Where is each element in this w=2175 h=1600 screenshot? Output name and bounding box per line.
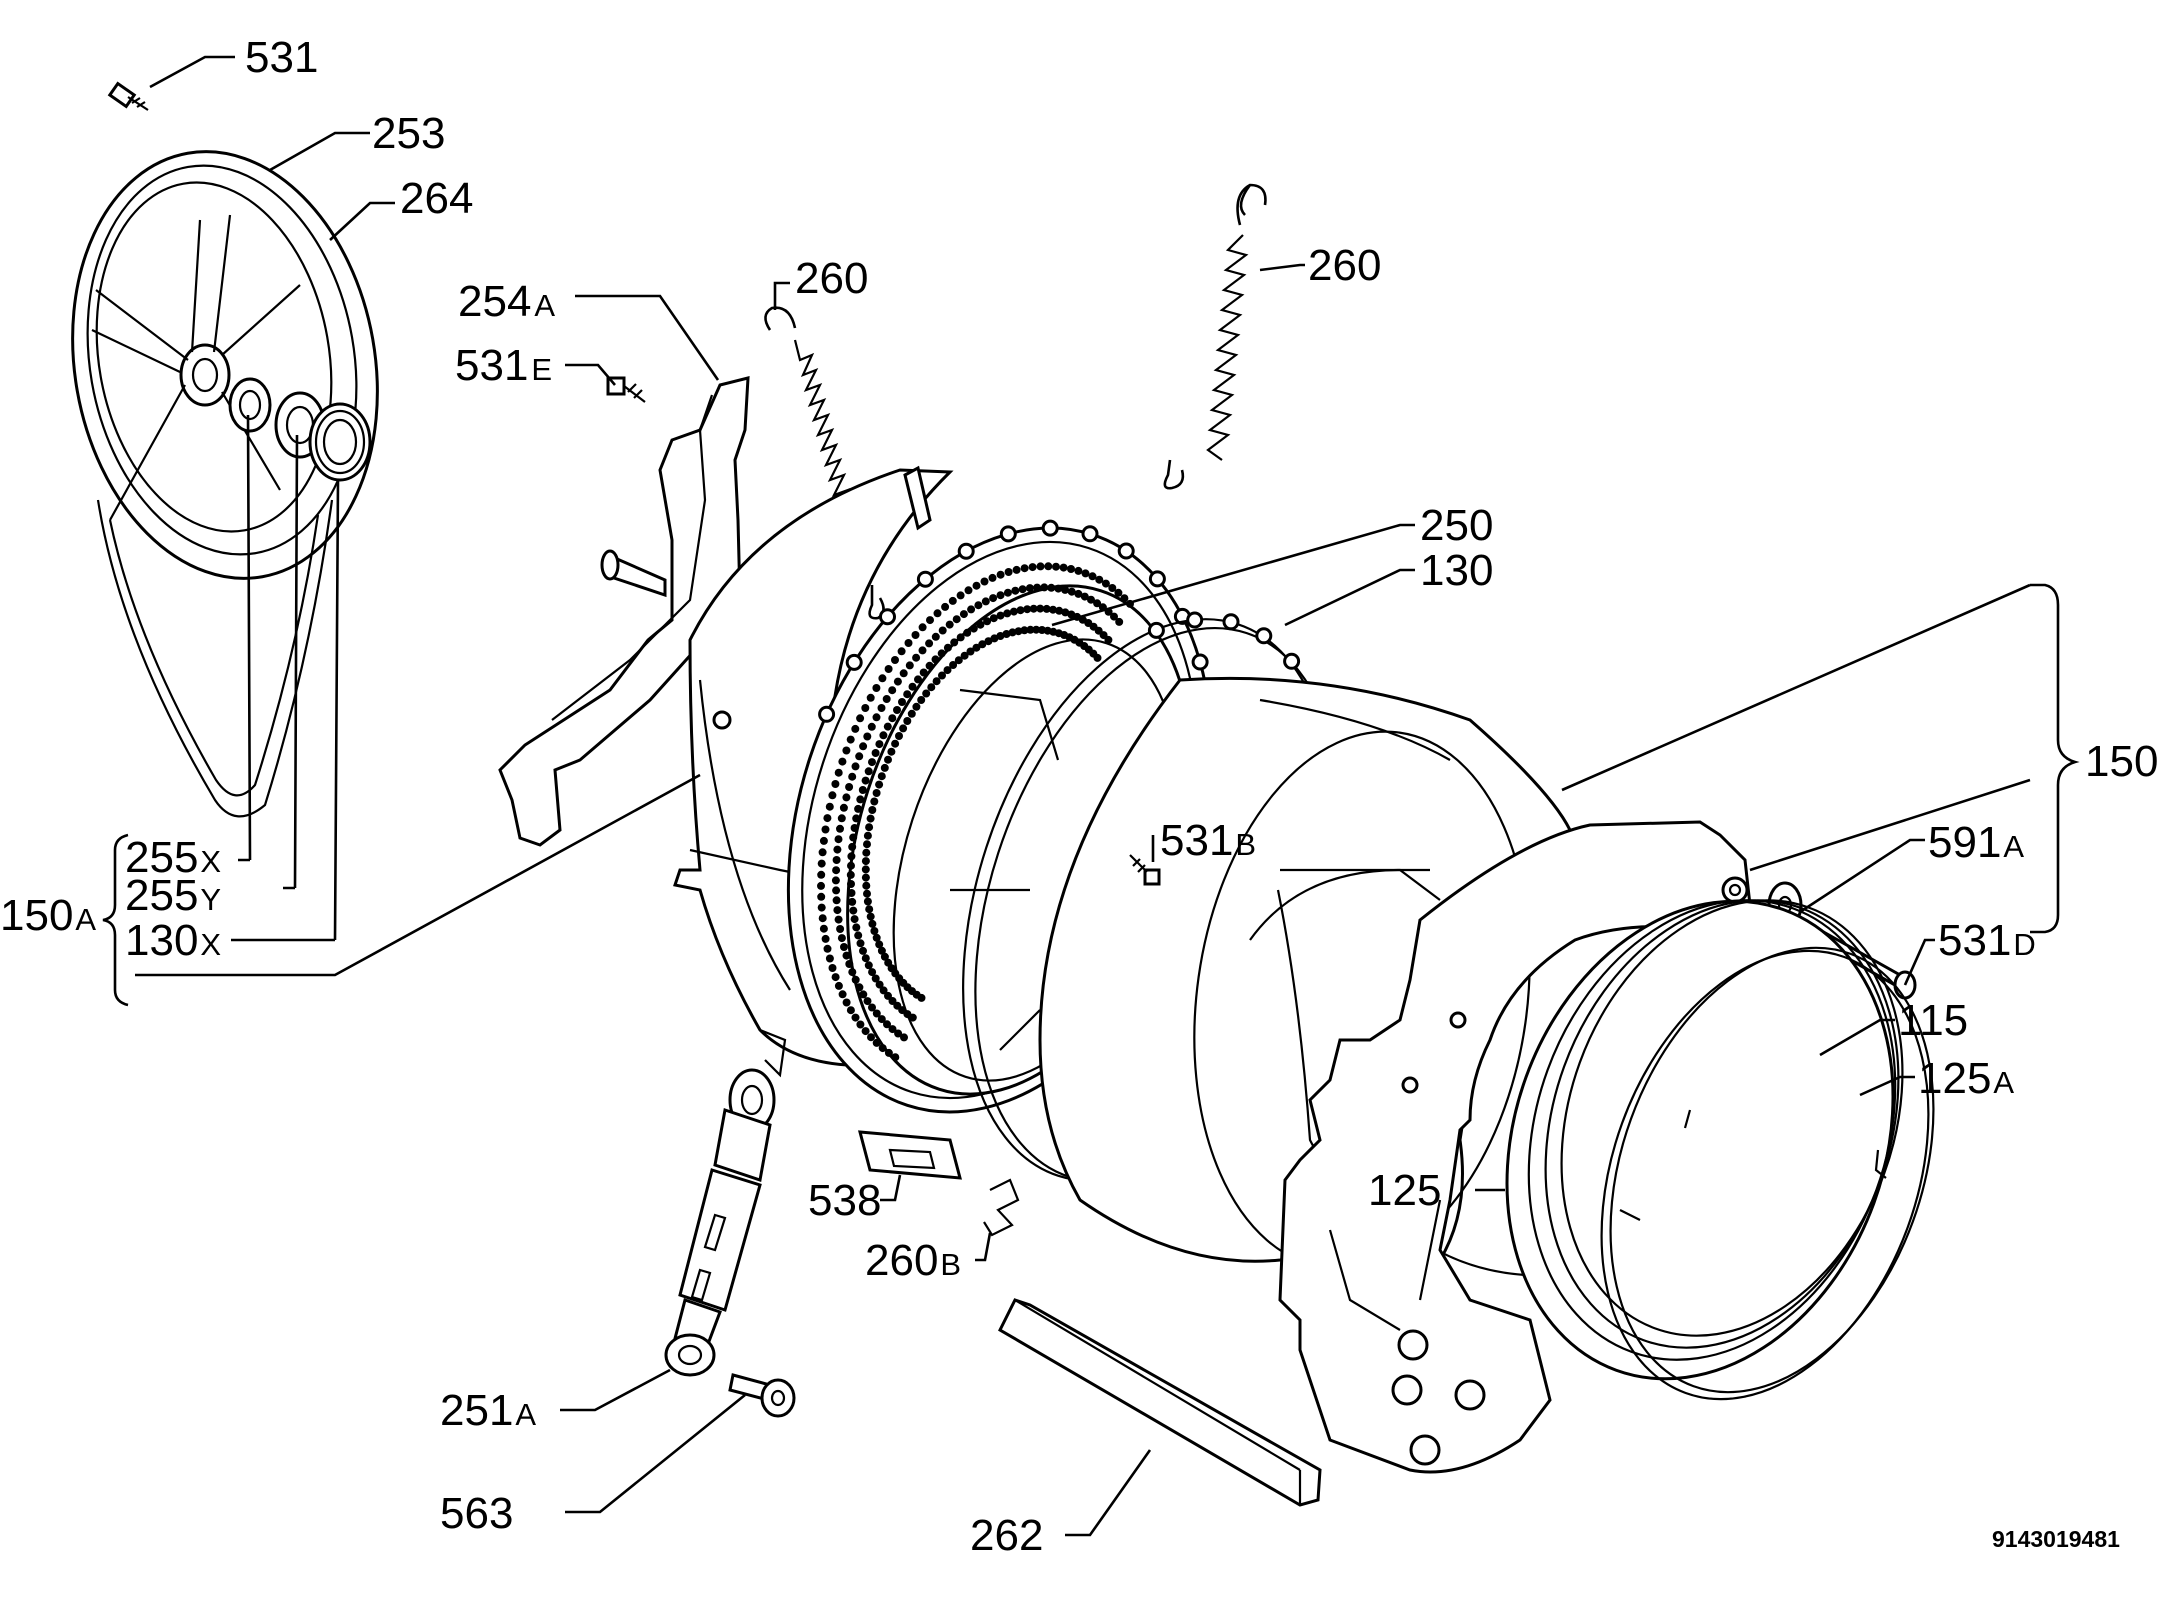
bearing-set <box>228 377 372 482</box>
label-250: 250 <box>1420 501 1493 550</box>
drawing-code: 9143019481 <box>1992 1526 2120 1552</box>
label-150a: 150A <box>0 891 96 940</box>
spring-right <box>1163 183 1267 490</box>
drum-support-arm <box>498 376 750 847</box>
label-254a: 254A <box>458 277 555 326</box>
label-591a: 591A <box>1928 818 2024 867</box>
label-260b: 260B <box>865 1236 961 1285</box>
label-255y: 255Y <box>125 871 221 920</box>
clamp-ring <box>1600 946 1935 1401</box>
clip-260b <box>983 1178 1020 1237</box>
label-538: 538 <box>808 1176 881 1225</box>
group-bracket-150a <box>102 833 129 1007</box>
label-260-right: 260 <box>1308 241 1381 290</box>
screw-531 <box>107 81 149 111</box>
shock-absorber <box>664 1068 776 1377</box>
label-531: 531 <box>245 33 318 82</box>
front-counterweight-frame <box>1278 820 1752 1474</box>
label-115: 115 <box>1898 996 1968 1045</box>
label-264: 264 <box>400 174 473 223</box>
bolt-563 <box>728 1373 796 1418</box>
bracket-262 <box>998 1298 1322 1507</box>
label-531e: 531E <box>455 341 552 390</box>
label-125: 125 <box>1368 1166 1441 1215</box>
label-255x: 255X <box>125 833 221 882</box>
leader-lines <box>135 55 2031 1537</box>
label-262: 262 <box>970 1511 1043 1560</box>
part-labels: 531 253 264 254A 531E 260 260 250 130 15… <box>0 33 2158 1560</box>
drum-pulley <box>71 150 379 580</box>
label-251a: 251A <box>440 1386 536 1435</box>
plate-538 <box>858 1130 962 1180</box>
label-531d: 531D <box>1938 916 2036 965</box>
label-150: 150 <box>2085 737 2158 786</box>
drum-bolts <box>818 519 1209 723</box>
group-bracket-150 <box>2030 583 2080 934</box>
screw-531b <box>1129 854 1161 886</box>
label-531b: 531B <box>1160 816 1256 865</box>
label-563: 563 <box>440 1489 513 1538</box>
label-260-left: 260 <box>795 254 868 303</box>
label-130: 130 <box>1420 546 1493 595</box>
drive-belt <box>96 499 334 818</box>
label-253: 253 <box>372 109 445 158</box>
drum-holes <box>817 562 1134 1062</box>
label-125a: 125A <box>1918 1054 2014 1103</box>
label-130x: 130X <box>125 916 221 965</box>
